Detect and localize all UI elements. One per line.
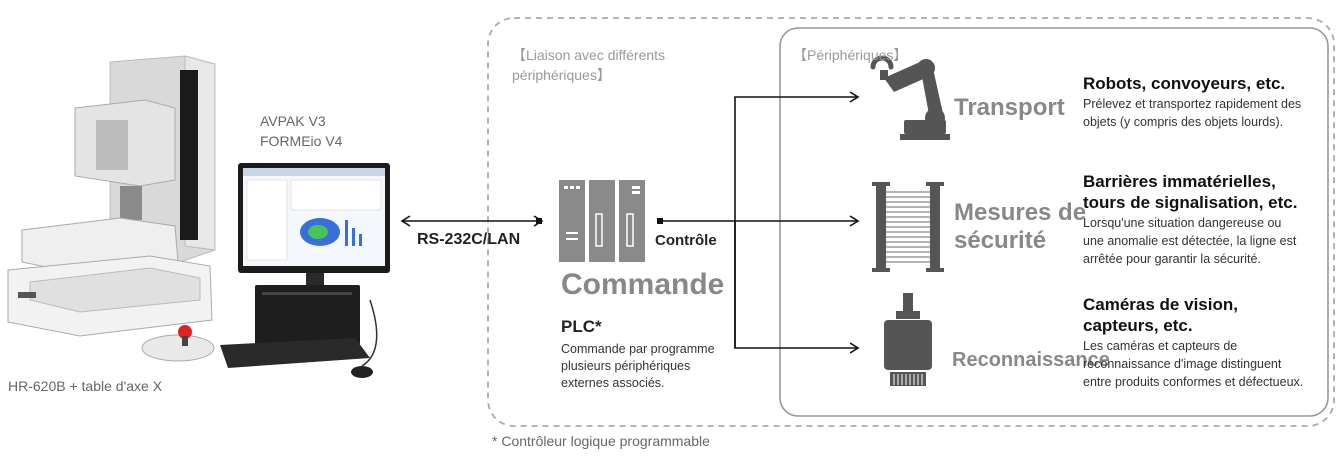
footnote: * Contrôleur logique programmable [492, 433, 710, 449]
item-desc-line: Lorsqu'une situation dangereuse ou [1083, 216, 1282, 230]
hardness-tester-machine [7, 55, 216, 362]
liaison-label: 【Liaison avec différents périphériques】 [512, 45, 665, 85]
securite-details: Barrières immatérielles, tours de signal… [1083, 171, 1297, 268]
category-securite: Mesures de sécurité [954, 199, 1086, 255]
plc-title: PLC* [561, 317, 602, 336]
liaison-label-line: périphériques】 [512, 67, 611, 83]
reconnaissance-details: Caméras de vision, capteurs, etc. Les ca… [1083, 294, 1303, 391]
item-desc: Prélevez et transportez rapidement des o… [1083, 95, 1301, 131]
connection-label: RS-232C/LAN [417, 231, 521, 248]
category-line: Mesures de [954, 199, 1087, 226]
item-title-line: Caméras de vision, [1083, 295, 1238, 314]
plc-description: Commande par programme plusieurs périphé… [561, 341, 736, 392]
peripheriques-label: 【Périphériques】 [793, 47, 908, 63]
control-label: Contrôle [655, 232, 717, 249]
category-reconnaissance: Reconnaissance [952, 349, 1110, 371]
item-desc-line: arrêtée pour garantir la sécurité. [1083, 252, 1261, 266]
camera-icon [884, 293, 932, 386]
robot-arm-icon [870, 55, 950, 140]
light-curtain-icon [872, 182, 944, 272]
liaison-label-line: 【Liaison avec différents [512, 47, 666, 63]
item-title-line: Barrières immatérielles, [1083, 172, 1276, 191]
category-transport: Transport [954, 94, 1065, 121]
machine-caption: HR-620B + table d'axe X [8, 378, 163, 394]
liaison-dashed-frame [487, 17, 1335, 427]
item-title-line: tours de signalisation, etc. [1083, 193, 1298, 212]
item-desc-line: une anomalie est détectée, la ligne est [1083, 234, 1297, 248]
item-title: Robots, convoyeurs, etc. [1083, 74, 1286, 93]
plc-desc-line: externes associés. [561, 376, 665, 390]
category-line: sécurité [954, 227, 1047, 254]
item-desc-line: Les caméras et capteurs de [1083, 339, 1238, 353]
item-desc-line: Prélevez et transportez rapidement des [1083, 97, 1302, 111]
plc-modules-icon [559, 180, 645, 262]
branch-transport [734, 91, 860, 348]
item-desc-line: reconnaissance d'image distinguent [1083, 357, 1282, 371]
item-desc-line: objets (y compris des objets lourds). [1083, 115, 1284, 129]
software-avpak: AVPAK V3 [260, 113, 326, 129]
transport-details: Robots, convoyeurs, etc. Prélevez et tra… [1083, 73, 1301, 131]
commande-title: Commande [561, 268, 725, 301]
item-desc: Lorsqu'une situation dangereuse ou une a… [1083, 214, 1297, 268]
peripheriques-frame [779, 27, 1329, 417]
branch-reconnaissance [734, 221, 860, 354]
item-desc-line: entre produits conformes et défectueux. [1083, 375, 1304, 389]
software-list: AVPAK V3 FORMEio V4 [260, 111, 342, 151]
item-desc: Les caméras et capteurs de reconnaissanc… [1083, 337, 1303, 391]
item-title-line: capteurs, etc. [1083, 316, 1193, 335]
plc-desc-line: Commande par programme [561, 342, 715, 356]
computer-workstation [220, 163, 390, 378]
software-formeio: FORMEio V4 [260, 133, 343, 149]
plc-desc-line: plusieurs périphériques [561, 359, 691, 373]
